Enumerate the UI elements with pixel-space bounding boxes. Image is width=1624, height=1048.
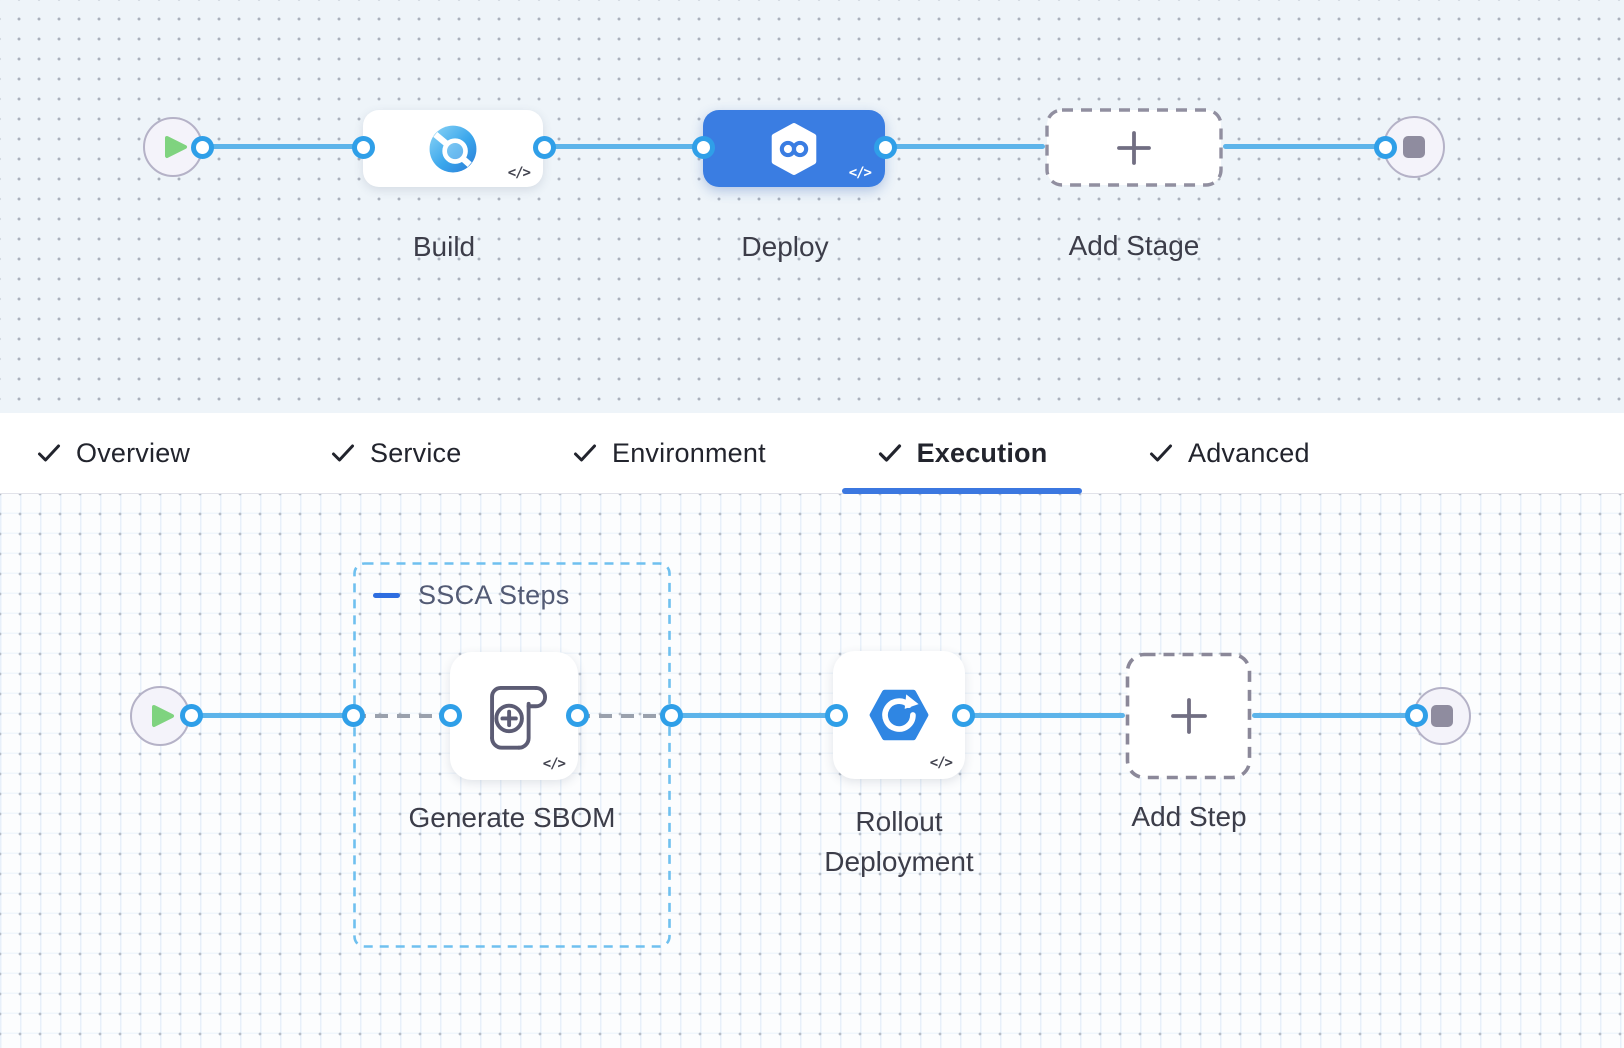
stop-icon [1431,705,1453,727]
plus-icon [1167,694,1211,738]
connector-start-group [191,713,353,718]
connector-sbom-group-dashed [577,714,671,718]
connector-start-build [202,144,363,149]
port-sbom-out[interactable] [566,704,589,727]
tab-environment[interactable]: Environment [572,438,766,468]
connector-build-deploy [544,144,703,149]
tab-overview[interactable]: Overview [36,438,190,468]
group-header: SSCA Steps [373,580,570,611]
stage-label-build: Build [412,231,476,262]
tab-service[interactable]: Service [330,438,461,468]
port-build-in[interactable] [352,136,375,159]
tab-advanced[interactable]: Advanced [1148,438,1310,468]
add-step-button[interactable] [1125,652,1252,780]
execution-graph-canvas[interactable]: SSCA Steps </> [0,494,1624,1048]
yaml-code-badge: </> [507,165,531,181]
port-deploy-out[interactable] [874,136,897,159]
check-icon [1148,440,1174,466]
port-group-in[interactable] [342,704,365,727]
connector-rollout-addstep [963,713,1125,718]
sbom-scroll-icon [475,677,553,755]
tab-label: Environment [612,437,766,468]
rollout-icon [866,682,932,748]
port-group-out[interactable] [660,704,683,727]
check-icon [572,440,598,466]
port-start-out[interactable] [191,136,214,159]
add-step-label: Add Step [1131,801,1247,832]
stage-card-build[interactable]: </> [363,110,543,187]
add-stage-button[interactable] [1045,108,1223,187]
port-start-out[interactable] [180,704,203,727]
add-stage-label: Add Stage [1068,230,1200,261]
connector-deploy-addstage [885,144,1045,149]
step-card-generate-sbom[interactable]: </> [450,652,578,780]
tab-label: Service [370,437,462,468]
port-rollout-in[interactable] [825,704,848,727]
connector-group-sbom-dashed [353,714,450,718]
ci-build-icon [428,124,478,174]
group-dashed-border [353,562,671,948]
step-group-ssca: SSCA Steps [353,562,671,948]
play-icon [151,703,175,729]
tab-execution-active[interactable]: Execution [842,438,1082,468]
group-title: SSCA Steps [418,580,570,610]
check-icon [877,440,903,466]
check-icon [330,440,356,466]
collapse-group-icon[interactable] [373,592,400,599]
port-end-in[interactable] [1405,704,1428,727]
connector-group-rollout [671,713,836,718]
tab-label: Advanced [1188,437,1310,468]
stage-graph-canvas[interactable]: </> </> Build Deploy Add Stage [0,0,1624,413]
yaml-code-badge: </> [848,165,872,181]
port-sbom-in[interactable] [439,704,462,727]
step-card-rollout-deployment[interactable]: </> [833,651,965,779]
stop-icon [1403,136,1425,158]
stage-label-deploy: Deploy [741,231,829,262]
yaml-code-badge: </> [542,756,566,772]
port-end-in[interactable] [1374,136,1397,159]
connector-addstage-end [1223,144,1385,149]
port-deploy-in[interactable] [692,136,715,159]
step-label-generate-sbom: Generate SBOM [408,802,616,833]
plus-icon [1114,128,1154,168]
stage-config-tabbar: Overview Service Environment Execution A… [0,413,1624,494]
execution-end-node [1413,687,1471,745]
step-label-rollout-deployment: Rollout Deployment [824,806,974,877]
play-icon [164,134,188,160]
connector-addstep-end [1252,713,1416,718]
port-rollout-out[interactable] [952,704,975,727]
yaml-code-badge: </> [929,755,953,771]
port-build-out[interactable] [533,136,556,159]
tab-label: Overview [76,437,191,468]
stage-card-deploy[interactable]: </> [703,110,885,187]
active-tab-underline [842,488,1082,494]
cd-deploy-icon [768,121,820,177]
tab-label: Execution [916,437,1048,468]
execution-start-node [130,686,190,746]
check-icon [36,440,62,466]
